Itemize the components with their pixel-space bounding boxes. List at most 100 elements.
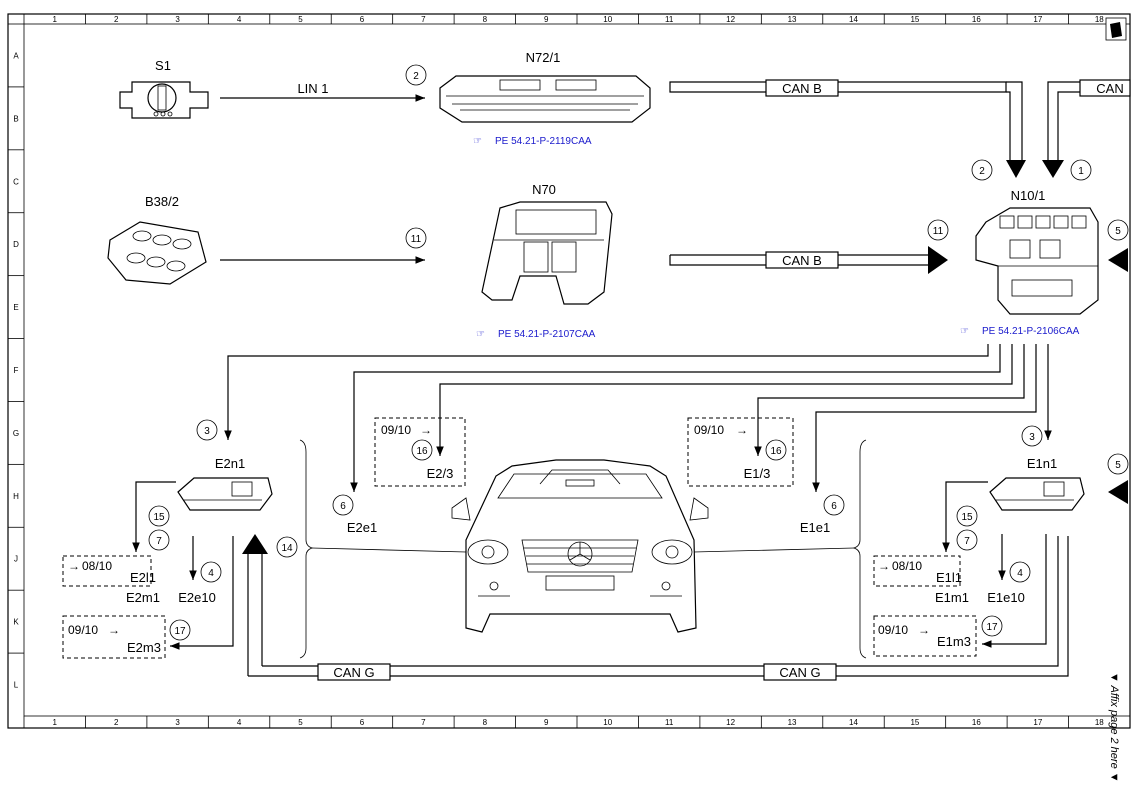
label-e2m3: E2m3 (127, 640, 161, 655)
label-s1: S1 (155, 58, 171, 73)
e2n1-to-e2m3-line (170, 536, 234, 650)
reference-n72-1[interactable]: PE 54.21-P-2119CAA (495, 136, 592, 147)
grid-column-label: 9 (544, 15, 549, 24)
corner-logo-icon (1105, 17, 1127, 41)
reference-n10-1[interactable]: PE 54.21-P-2106CAA (982, 326, 1080, 337)
callout-6-left: 6 (340, 501, 346, 512)
label-n70: N70 (532, 182, 556, 197)
grid-row-label: B (13, 114, 18, 123)
callout-3-right: 3 (1029, 432, 1035, 443)
label-e2n1: E2n1 (215, 456, 245, 471)
grid-column-label: 18 (1095, 718, 1104, 727)
grid-column-label: 5 (298, 15, 303, 24)
grid-column-label: 11 (665, 718, 674, 727)
e1n1-to-e1l1-line (942, 481, 988, 552)
can-g-left-riser (247, 550, 263, 676)
grid-row-label: J (14, 555, 18, 564)
affix-page-text: ▼ Affix page 2 here ▼ (1108, 672, 1120, 783)
box-e2l1 (62, 555, 152, 587)
can-right-arrowhead (1042, 160, 1064, 178)
box-e1l1 (873, 555, 961, 587)
date-left-bot: 09/10 (68, 623, 98, 637)
grid-column-label: 14 (849, 718, 858, 727)
label-e2e10: E2e10 (178, 590, 216, 605)
box-e2m3 (62, 615, 166, 659)
grid-row-label: A (13, 51, 19, 60)
grid-column-label: 6 (360, 718, 365, 727)
overhead-control-panel-n72-1-icon (439, 75, 651, 123)
n10-to-e2-3-line (436, 344, 1013, 456)
arrow-left-bot: → (108, 623, 120, 637)
callout-15-right: 15 (961, 512, 973, 523)
label-e1e1: E1e1 (800, 520, 830, 535)
callout-5-bottom: 5 (1115, 460, 1121, 471)
can-g-left-arrowhead (242, 534, 268, 554)
callout-7-left: 7 (156, 536, 162, 547)
date-right-bot: 09/10 (878, 623, 908, 637)
grid-column-label: 17 (1033, 718, 1042, 727)
grid-column-label: 7 (421, 15, 426, 24)
grid-column-label: 10 (603, 15, 612, 24)
label-e2m1: E2m1 (126, 590, 160, 605)
n10-to-e2e1-line (350, 344, 1001, 492)
label-e1l1: E1l1 (936, 570, 962, 585)
date-left-top: 09/10 (381, 423, 411, 437)
e1n1-to-e1m3-line (982, 534, 1047, 648)
headlamp-control-e1n1-icon (989, 477, 1085, 511)
grid-column-label: 7 (421, 718, 426, 727)
date-right-mid: 08/10 (892, 559, 922, 573)
switch-s1-icon (119, 81, 209, 119)
grid-column-label: 9 (544, 718, 549, 727)
grid-column-label: 2 (114, 718, 119, 727)
label-e1n1: E1n1 (1027, 456, 1057, 471)
grid-column-label: 13 (788, 15, 797, 24)
callout-5-top: 5 (1115, 226, 1121, 237)
arrow-right-mid: → (878, 559, 890, 573)
grid-row-label: K (13, 618, 19, 627)
label-n10-1: N10/1 (1011, 188, 1046, 203)
headlamp-control-e2n1-icon (177, 477, 273, 511)
grid-column-label: 4 (237, 718, 242, 727)
callout-17-left: 17 (174, 626, 186, 637)
callout-4-left: 4 (208, 568, 214, 579)
grid-row-label: C (13, 177, 19, 186)
callout-11-right: 11 (933, 226, 944, 237)
callout-7-right: 7 (964, 536, 970, 547)
label-e2e1: E2e1 (347, 520, 377, 535)
callout-17-right: 17 (986, 622, 998, 633)
grid-column-label: 5 (298, 718, 303, 727)
overhead-console-n70-icon (481, 201, 613, 305)
right-arrowhead-bottom (1108, 480, 1128, 504)
grid-column-label: 15 (910, 15, 919, 24)
label-e1e10: E1e10 (987, 590, 1025, 605)
callout-15-left: 15 (153, 512, 165, 523)
bus-label-lin1: LIN 1 (297, 81, 328, 96)
bus-label-can-b-top: CAN B (782, 81, 822, 96)
e2n1-to-e2l1-line (132, 481, 176, 552)
grid-row-label: G (13, 429, 19, 438)
label-e2l1: E2l1 (130, 570, 156, 585)
label-n72-1: N72/1 (526, 50, 561, 65)
n10-to-e1e1-line (812, 344, 1037, 492)
arrow-left-mid: → (68, 559, 80, 573)
reference-hand-icon-n10: ☞ (960, 326, 969, 337)
grid-column-label: 4 (237, 15, 242, 24)
reference-hand-icon-n70: ☞ (476, 329, 485, 340)
grid-column-label: 12 (726, 718, 735, 727)
date-left-mid: 08/10 (82, 559, 112, 573)
callout-2-n10: 2 (979, 166, 985, 177)
grid-column-label: 11 (665, 15, 674, 24)
reference-n70[interactable]: PE 54.21-P-2107CAA (498, 329, 596, 340)
grid-column-label: 12 (726, 15, 735, 24)
affix-page-note: ▼ Affix page 2 here ▼ (1098, 672, 1126, 792)
callout-1-n10: 1 (1078, 166, 1084, 177)
grid-row-label: F (14, 366, 19, 375)
n10-to-e1-3-line (754, 344, 1025, 456)
grid-column-label: 1 (52, 15, 57, 24)
grid-row-label: D (13, 240, 19, 249)
grid-column-label: 10 (603, 718, 612, 727)
